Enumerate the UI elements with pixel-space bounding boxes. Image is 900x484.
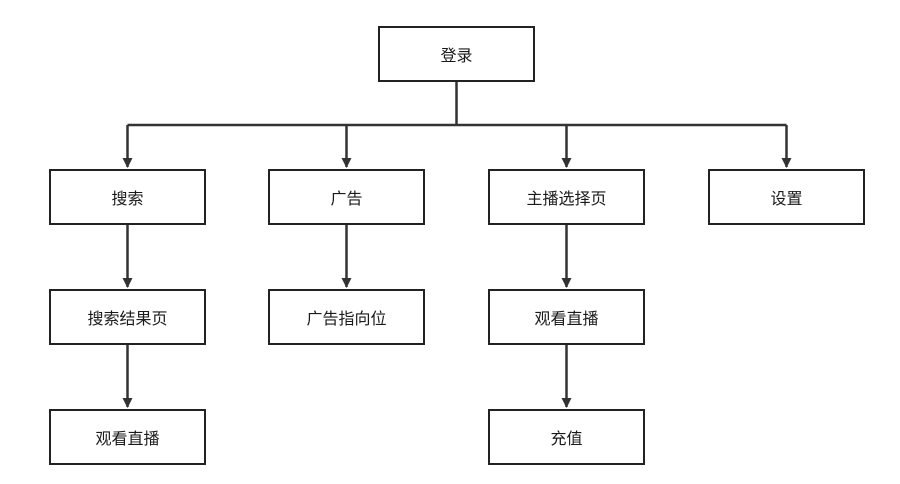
node-ad-position: 广告指向位 <box>268 289 425 345</box>
node-search-results: 搜索结果页 <box>49 289 206 345</box>
node-ad: 广告 <box>268 169 425 225</box>
node-login: 登录 <box>378 26 535 82</box>
node-search: 搜索 <box>49 169 206 225</box>
node-anchor-select: 主播选择页 <box>488 169 645 225</box>
node-settings: 设置 <box>708 169 865 225</box>
node-watch-live: 观看直播 <box>488 289 645 345</box>
node-recharge: 充值 <box>488 409 645 465</box>
node-watch-live: 观看直播 <box>49 409 206 465</box>
